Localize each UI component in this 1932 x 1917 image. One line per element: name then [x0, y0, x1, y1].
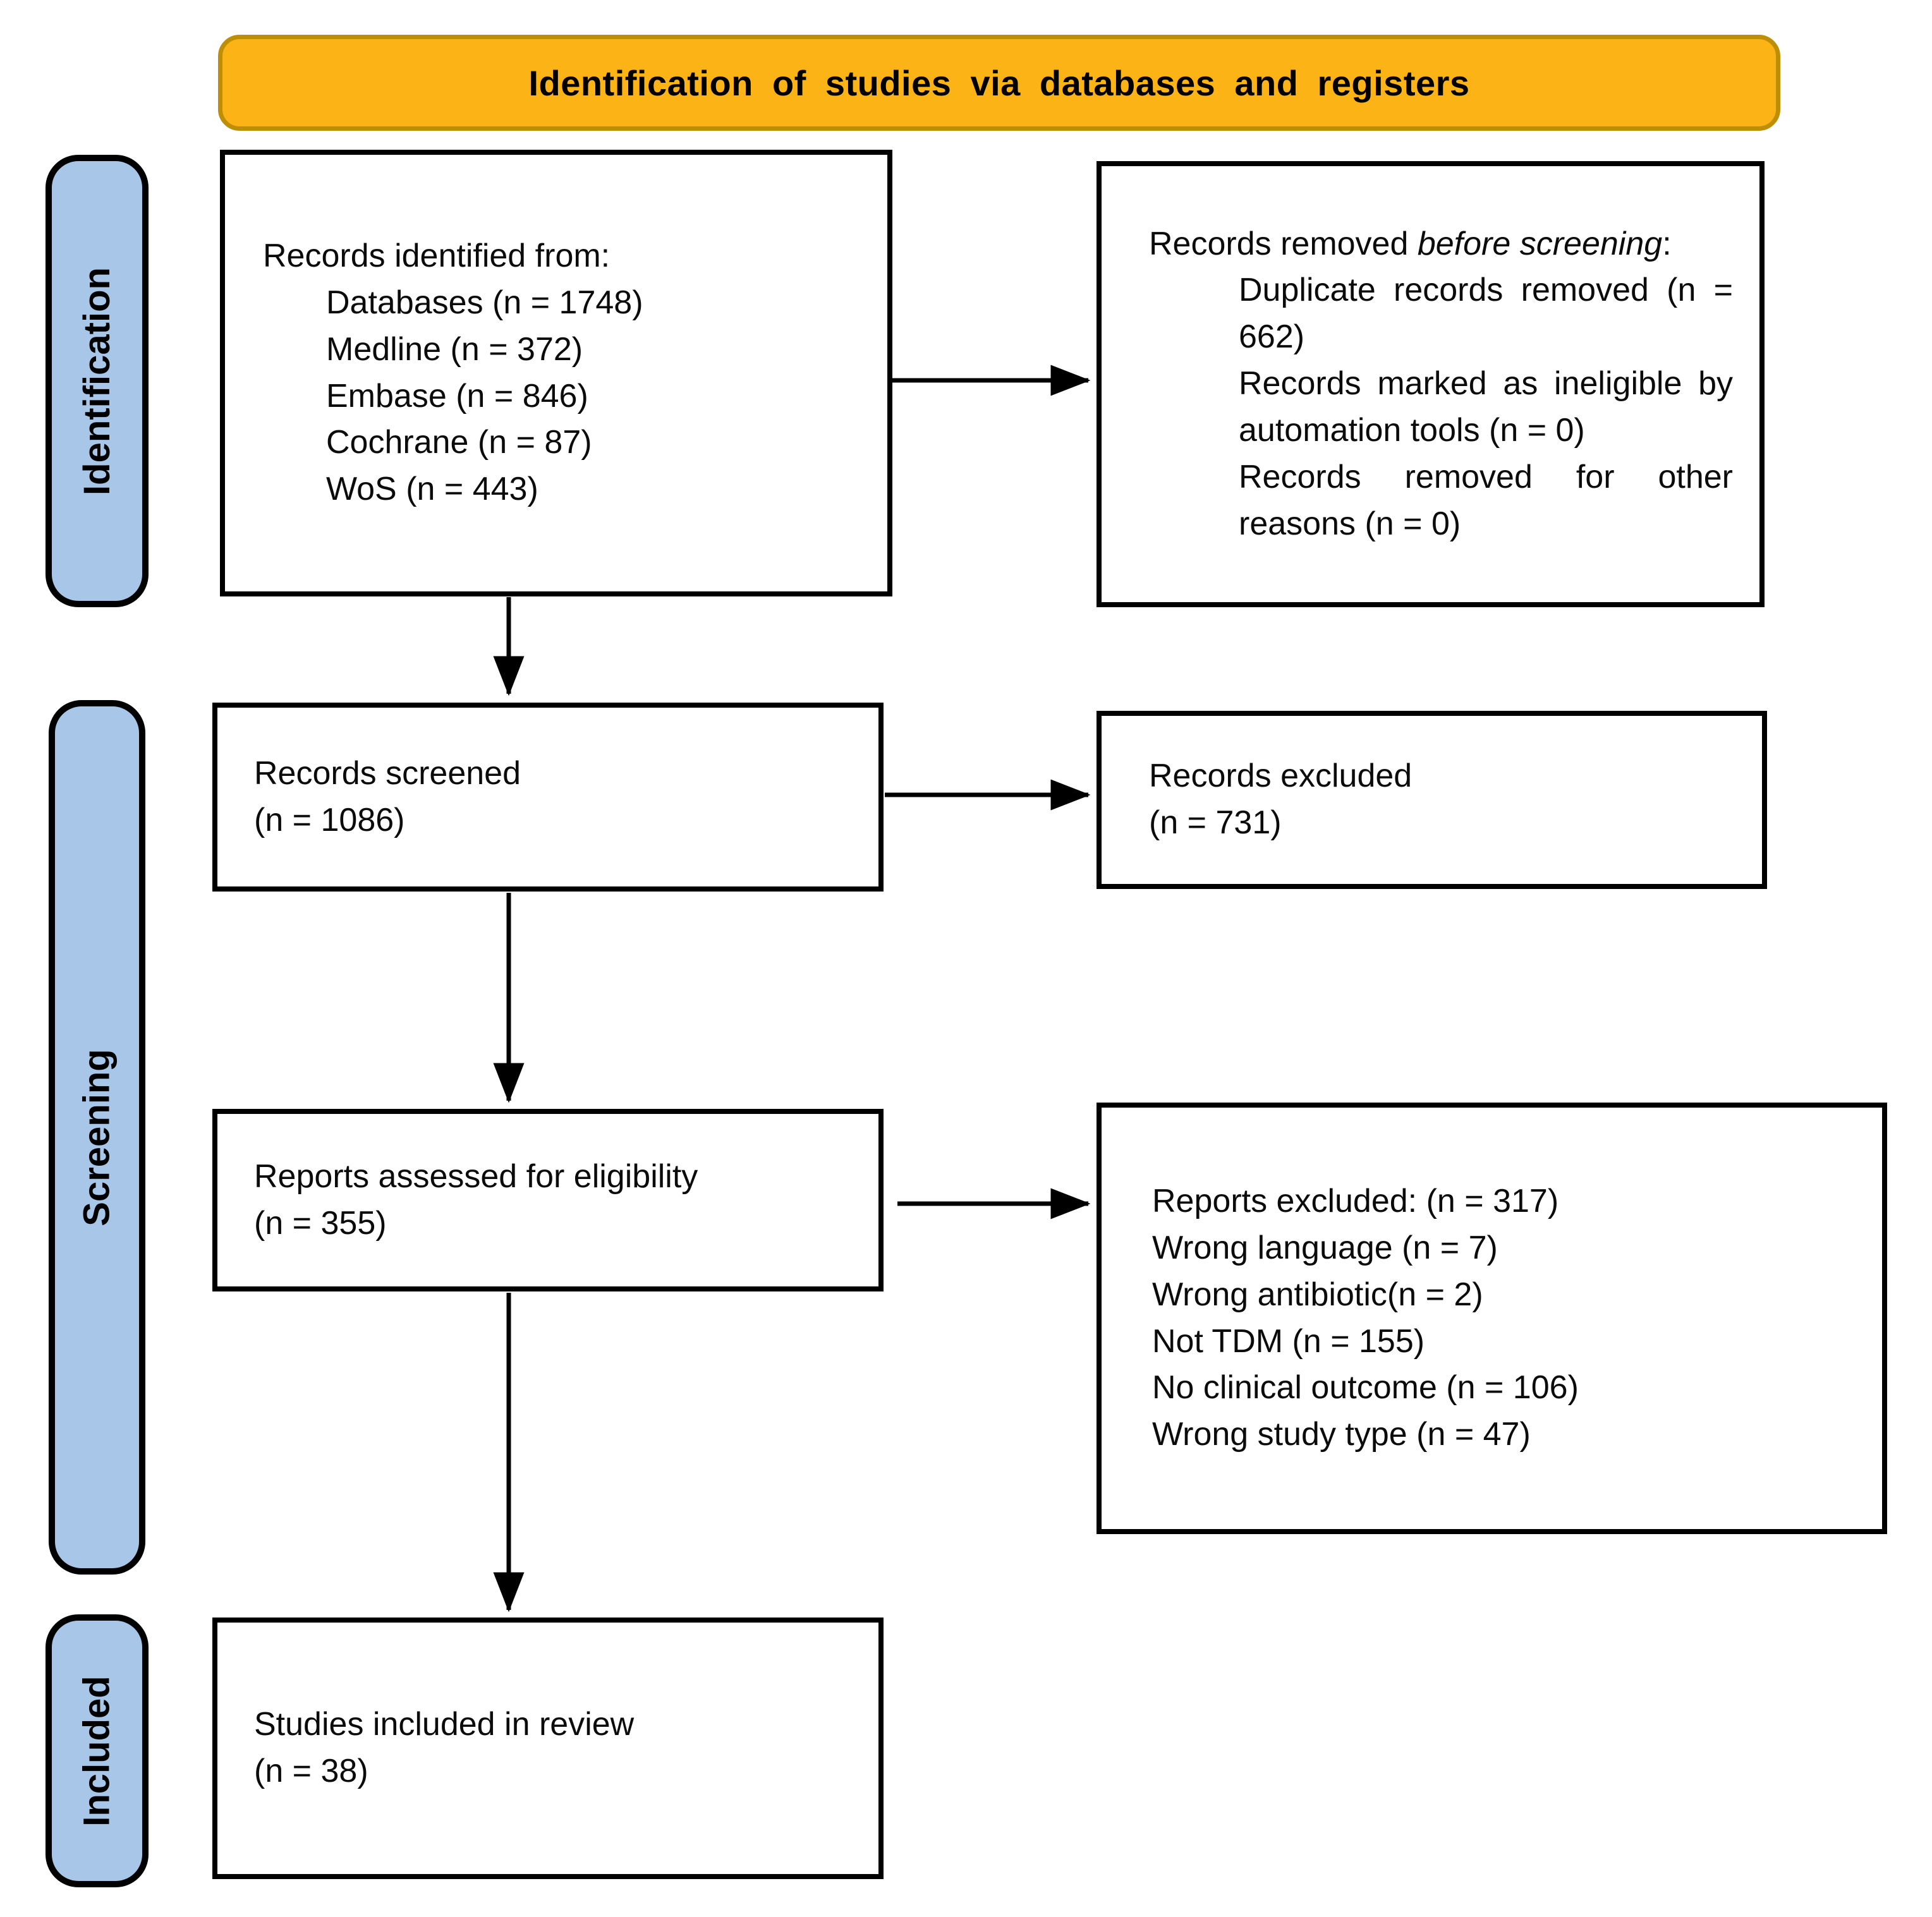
records-removed-title-suffix: :: [1662, 225, 1672, 262]
reports-excluded-wrong-study-type: Wrong study type (n = 47): [1152, 1416, 1531, 1453]
records-excluded-label: Records excluded: [1149, 758, 1413, 795]
records-removed-item-other-reasons: Records removed for other reasons (n = 0…: [1239, 458, 1733, 542]
box-reports-excluded: Reports excluded: (n = 317) Wrong langua…: [1097, 1103, 1887, 1534]
reports-excluded-wrong-language: Wrong language (n = 7): [1152, 1229, 1498, 1266]
records-removed-title-prefix: Records removed: [1149, 225, 1418, 262]
records-identified-item-cochrane: Cochrane (n = 87): [326, 424, 592, 461]
records-identified-item-wos: WoS (n = 443): [326, 471, 538, 508]
box-records-removed-before-screening: Records removed before screening: Duplic…: [1097, 161, 1765, 607]
banner-title: Identification of studies via databases …: [528, 63, 1470, 103]
stage-pill-screening: Screening: [49, 700, 145, 1575]
records-screened-label: Records screened: [254, 754, 521, 792]
stage-label-included: Included: [76, 1675, 118, 1827]
stage-pill-included: Included: [46, 1614, 149, 1887]
studies-included-count: (n = 38): [254, 1753, 368, 1789]
studies-included-label: Studies included in review: [254, 1706, 635, 1743]
reports-excluded-wrong-antibiotic: Wrong antibiotic(n = 2): [1152, 1276, 1483, 1313]
box-reports-assessed: Reports assessed for eligibility (n = 35…: [212, 1109, 884, 1291]
box-studies-included: Studies included in review (n = 38): [212, 1618, 884, 1879]
stage-label-screening: Screening: [76, 1048, 118, 1226]
box-records-screened: Records screened (n = 1086): [212, 703, 884, 892]
records-excluded-count: (n = 731): [1149, 804, 1282, 841]
records-screened-count: (n = 1086): [254, 801, 405, 838]
records-removed-title-emphasis: before screening: [1417, 225, 1663, 262]
stage-label-identification: Identification: [76, 267, 118, 495]
reports-excluded-total: Reports excluded: (n = 317): [1152, 1183, 1559, 1220]
records-identified-title: Records identified from:: [263, 238, 611, 275]
stage-pill-identification: Identification: [46, 155, 149, 607]
records-removed-item-automation: Records marked as ineligible by automati…: [1239, 365, 1733, 449]
records-removed-item-duplicates: Duplicate records removed (n = 662): [1239, 272, 1733, 356]
reports-excluded-not-tdm: Not TDM (n = 155): [1152, 1322, 1425, 1360]
records-identified-item-databases: Databases (n = 1748): [326, 284, 643, 321]
reports-assessed-count: (n = 355): [254, 1204, 387, 1242]
reports-excluded-no-clinical-outcome: No clinical outcome (n = 106): [1152, 1369, 1579, 1406]
records-identified-item-medline: Medline (n = 372): [326, 330, 583, 368]
box-records-excluded: Records excluded (n = 731): [1097, 711, 1767, 889]
records-removed-title: Records removed before screening:: [1149, 221, 1733, 268]
records-identified-item-embase: Embase (n = 846): [326, 377, 588, 414]
box-records-identified: Records identified from: Databases (n = …: [220, 150, 892, 596]
reports-assessed-label: Reports assessed for eligibility: [254, 1158, 698, 1195]
banner-identification-via-databases: Identification of studies via databases …: [218, 35, 1780, 131]
